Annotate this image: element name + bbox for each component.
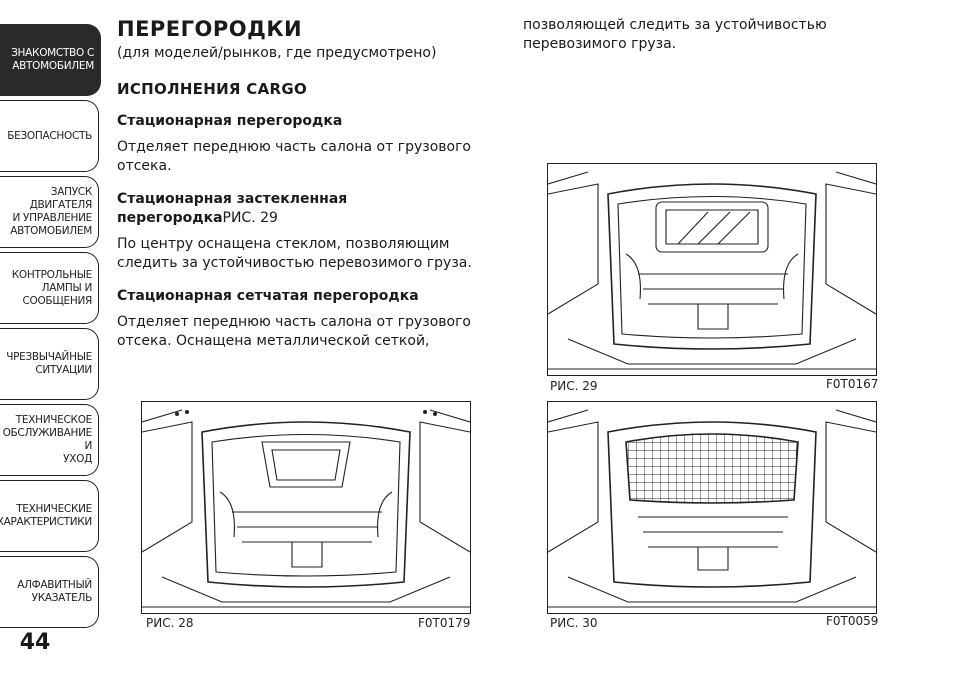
figure-28-code: F0T0179	[418, 616, 471, 630]
figure-30-mesh-bulkhead	[547, 401, 877, 614]
section-heading: ИСПОЛНЕНИЯ CARGO	[117, 80, 308, 98]
item-text: Отделяет переднюю часть салона от грузов…	[117, 139, 471, 174]
figure-30-code: F0T0059	[826, 614, 879, 628]
continuation-text: позволяющей следить за устойчивостью пер…	[523, 17, 827, 52]
item-heading: Стационарная перегородка	[117, 113, 343, 129]
item-heading: Стационарная сетчатая перегородка	[117, 288, 419, 304]
tab-safety[interactable]: БЕЗОПАСНОСТЬ	[0, 100, 99, 172]
item-text: По центру оснащена стеклом, позволяющим …	[117, 236, 472, 271]
mesh-bulkhead-illustration	[548, 409, 876, 608]
glazed-bulkhead-illustration	[548, 171, 876, 370]
figure-29-label: РИС. 29	[550, 379, 598, 393]
bulkhead-illustration	[142, 409, 470, 608]
page-title: ПЕРЕГОРОДКИ	[117, 17, 303, 41]
tab-specifications[interactable]: ТЕХНИЧЕСКИЕ ХАРАКТЕРИСТИКИ	[0, 480, 99, 552]
figure-28-solid-bulkhead	[141, 401, 471, 614]
tab-index[interactable]: АЛФАВИТНЫЙ УКАЗАТЕЛЬ	[0, 556, 99, 628]
tab-maintenance[interactable]: ТЕХНИЧЕСКОЕ ОБСЛУЖИВАНИЕ И УХОД	[0, 404, 99, 476]
figure-29-code: F0T0167	[826, 377, 879, 391]
tab-vehicle-intro[interactable]: ЗНАКОМСТВО С АВТОМОБИЛЕМ	[0, 24, 101, 96]
tab-emergencies[interactable]: ЧРЕЗВЫЧАЙНЫЕ СИТУАЦИИ	[0, 328, 99, 400]
page-number: 44	[19, 630, 51, 655]
page-subtitle: (для моделей/рынков, где предусмотрено)	[117, 45, 437, 61]
figure-30-label: РИС. 30	[550, 616, 598, 630]
main-text-column: ПЕРЕГОРОДКИ (для моделей/рынков, где пре…	[117, 16, 487, 351]
tab-warning-lights[interactable]: КОНТРОЛЬНЫЕ ЛАМПЫ И СООБЩЕНИЯ	[0, 252, 99, 324]
figure-reference[interactable]: РИС. 29	[222, 210, 278, 226]
tab-starting-driving[interactable]: ЗАПУСК ДВИГАТЕЛЯ И УПРАВЛЕНИЕ АВТОМОБИЛЕ…	[0, 176, 99, 248]
item-text: Отделяет переднюю часть салона от грузов…	[117, 314, 471, 349]
figure-28-label: РИС. 28	[146, 616, 194, 630]
item-heading: Стационарная застекленная перегородкаРИС…	[117, 191, 348, 226]
figure-29-glazed-bulkhead	[547, 163, 877, 376]
